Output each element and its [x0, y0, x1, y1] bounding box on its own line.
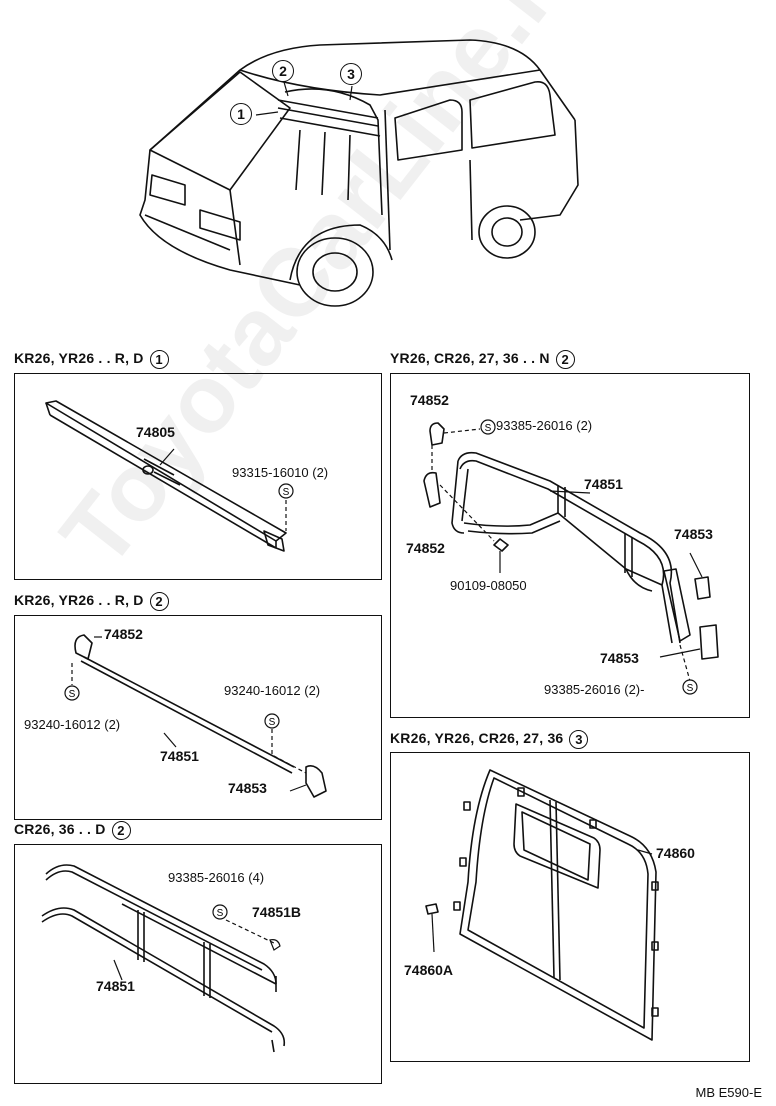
part-74851-frame: 74851	[584, 476, 623, 492]
panel2-box	[14, 615, 382, 820]
overview-callout-2: 2	[272, 60, 294, 82]
svg-text:S: S	[69, 689, 76, 700]
part-93240-16012-left: 93240-16012 (2)	[24, 717, 121, 732]
part-93385-26016-bottom: 93385-26016 (2)-	[544, 682, 645, 697]
bar-74851-drawing: S S	[64, 634, 327, 798]
panel4-box	[390, 373, 750, 718]
svg-text:S: S	[687, 683, 694, 694]
rail-74805-drawing: S	[45, 400, 294, 552]
ladder-74851-drawing: S	[41, 864, 286, 1053]
panel1-box	[14, 373, 382, 580]
overview-callout-1: 1	[230, 103, 252, 125]
part-74851B: 74851B	[252, 904, 302, 920]
part-74860A: 74860A	[404, 962, 454, 978]
part-74851-ladder: 74851	[96, 978, 135, 994]
part-74852: 74852	[104, 626, 143, 642]
part-74851: 74851	[160, 748, 199, 764]
svg-text:S: S	[485, 423, 492, 434]
svg-text:S: S	[283, 487, 290, 498]
frame-74851-drawing: S S	[423, 419, 719, 695]
part-74860: 74860	[656, 845, 695, 861]
svg-text:S: S	[217, 908, 224, 919]
part-93240-16012-right: 93240-16012 (2)	[224, 683, 321, 698]
part-74852-mid: 74852	[406, 540, 445, 556]
svg-text:S: S	[269, 717, 276, 728]
part-74805: 74805	[136, 424, 175, 440]
part-93315-16010: 93315-16010 (2)	[232, 465, 329, 480]
part-74852-top: 74852	[410, 392, 449, 408]
part-93385-26016-top: 93385-26016 (2)	[496, 418, 593, 433]
panel3-box	[14, 844, 382, 1084]
diagram-code: MB E590-E	[695, 1085, 762, 1100]
partition-74860-drawing	[425, 769, 659, 1041]
overview-callout-3: 3	[340, 63, 362, 85]
van-illustration	[139, 39, 579, 307]
part-74853-right: 74853	[674, 526, 713, 542]
part-90109-08050: 90109-08050	[450, 578, 527, 593]
part-93385-26016-x4: 93385-26016 (4)	[168, 870, 265, 885]
part-74853-bottom: 74853	[600, 650, 639, 666]
panel5-box	[390, 752, 750, 1062]
part-74853: 74853	[228, 780, 267, 796]
